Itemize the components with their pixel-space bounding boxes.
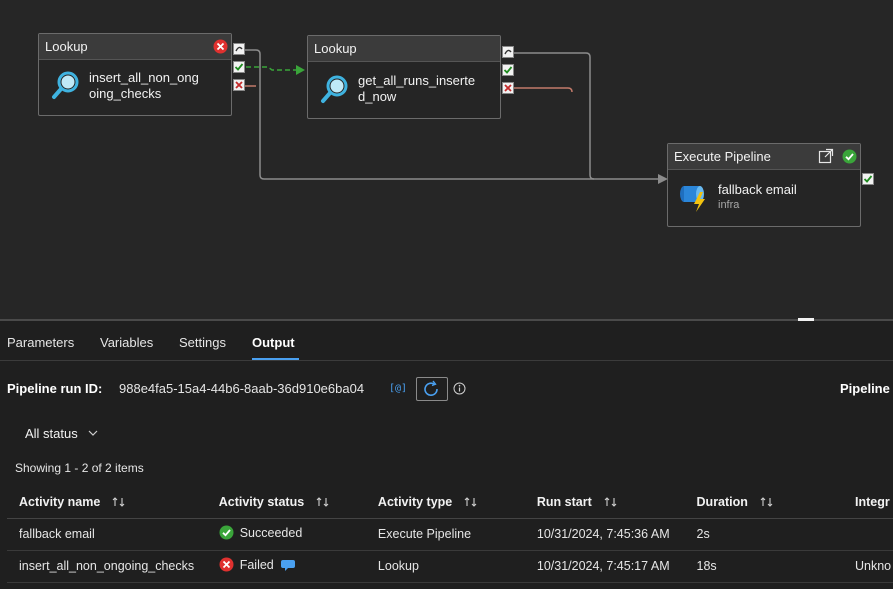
- execute-pipeline-node[interactable]: Execute Pipeline fallback email infra: [667, 143, 861, 227]
- sort-icon[interactable]: [604, 496, 618, 508]
- cell-run-start: 10/31/2024, 7:45:36 AM: [524, 518, 685, 551]
- node-type-label: Lookup: [314, 41, 357, 56]
- cell-activity-name[interactable]: fallback email: [7, 518, 207, 551]
- node-header: Execute Pipeline: [668, 144, 860, 170]
- panel-divider[interactable]: [0, 319, 893, 321]
- lookup-icon: [51, 70, 81, 105]
- svg-text:[@]: [@]: [389, 383, 406, 394]
- pipeline-label-truncated: Pipeline: [840, 381, 890, 396]
- column-label: Activity status: [218, 494, 305, 509]
- column-label: Activity name: [19, 494, 101, 509]
- completion-port-icon[interactable]: [502, 46, 514, 58]
- cell-activity-name[interactable]: insert_all_non_ongoing_checks: [7, 550, 207, 583]
- failed-status-icon: [213, 39, 228, 57]
- open-external-icon[interactable]: [818, 148, 834, 167]
- sort-icon[interactable]: [464, 496, 478, 508]
- execute-pipeline-icon: [678, 182, 710, 217]
- cell-run-start: 10/31/2024, 7:45:17 AM: [524, 550, 685, 583]
- cell-activity-type: Execute Pipeline: [365, 518, 525, 551]
- column-label: Activity type: [377, 494, 453, 509]
- status-filter-dropdown[interactable]: All status: [25, 426, 78, 441]
- info-icon[interactable]: [453, 382, 466, 395]
- run-id-value: 988e4fa5-15a4-44b6-8aab-36d910e6ba04: [119, 381, 365, 396]
- node-activity-name: get_all_runs_inserte d_now: [358, 73, 475, 105]
- run-id-label: Pipeline run ID:: [7, 381, 103, 396]
- failure-port-icon[interactable]: [502, 82, 514, 94]
- pipeline-canvas[interactable]: Lookup insert_all_non_ong oing_checks Lo…: [0, 0, 893, 320]
- node-activity-name: insert_all_non_ong oing_checks: [89, 70, 199, 102]
- column-label: Integr: [855, 494, 890, 509]
- status-text: Succeeded: [239, 525, 303, 540]
- node-pipeline-folder: infra: [718, 199, 740, 211]
- tab-output[interactable]: Output: [252, 335, 295, 350]
- node-name-line2: d_now: [358, 89, 397, 104]
- success-port-icon[interactable]: [233, 61, 245, 73]
- sort-icon[interactable]: [760, 496, 774, 508]
- column-label: Duration: [696, 494, 748, 509]
- failure-port-icon[interactable]: [233, 79, 245, 91]
- cell-duration: 18s: [684, 550, 843, 583]
- table-header-row: Activity name Activity status Activity t…: [7, 486, 893, 519]
- completion-port-icon[interactable]: [233, 43, 245, 55]
- tab-parameters[interactable]: Parameters: [7, 335, 75, 350]
- chevron-down-icon[interactable]: [88, 428, 98, 438]
- node-type-label: Execute Pipeline: [674, 149, 771, 164]
- lookup-activity-node[interactable]: Lookup get_all_runs_inserte d_now: [307, 35, 501, 119]
- error-details-icon[interactable]: [280, 558, 296, 572]
- column-header-run-start[interactable]: Run start: [524, 486, 685, 519]
- refresh-button[interactable]: [416, 377, 448, 401]
- table-row[interactable]: insert_all_non_ongoing_checks Failed Loo…: [7, 550, 893, 583]
- node-activity-name: fallback email: [718, 182, 797, 197]
- connector-lines: [244, 49, 668, 184]
- table-row[interactable]: fallback email Succeeded Execute Pipelin…: [7, 518, 893, 551]
- item-count-text: Showing 1 - 2 of 2 items: [15, 461, 144, 475]
- node-header: Lookup: [308, 36, 500, 62]
- copy-icon[interactable]: [@]: [388, 380, 406, 394]
- node-name-line2: oing_checks: [89, 86, 162, 101]
- cell-duration: 2s: [684, 518, 843, 551]
- refresh-icon: [424, 380, 438, 396]
- node-name-line1: get_all_runs_inserte: [358, 73, 476, 88]
- node-header: Lookup: [39, 34, 231, 60]
- sort-icon[interactable]: [316, 496, 330, 508]
- tab-variables[interactable]: Variables: [100, 335, 154, 350]
- succeeded-icon: [219, 525, 234, 540]
- cell-activity-type: Lookup: [365, 550, 525, 583]
- column-header-duration[interactable]: Duration: [684, 486, 843, 519]
- column-label: Run start: [536, 494, 592, 509]
- lookup-activity-node[interactable]: Lookup insert_all_non_ong oing_checks: [38, 33, 232, 116]
- cell-activity-status: Failed: [206, 550, 366, 583]
- cell-integration-runtime: [843, 518, 893, 551]
- failed-icon: [219, 557, 234, 572]
- cell-activity-status: Succeeded: [206, 518, 366, 551]
- lookup-icon: [320, 74, 350, 109]
- cell-integration-runtime: Unkno: [843, 550, 893, 583]
- success-port-icon[interactable]: [862, 173, 874, 185]
- succeeded-status-icon: [842, 149, 857, 167]
- panel-tabs: Parameters Variables Settings Output: [0, 321, 893, 361]
- node-type-label: Lookup: [45, 39, 88, 54]
- success-port-icon[interactable]: [502, 64, 514, 76]
- bottom-panel: Parameters Variables Settings Output Pip…: [0, 321, 893, 589]
- activity-runs-table: Activity name Activity status Activity t…: [7, 486, 893, 583]
- column-header-integration-runtime[interactable]: Integr: [843, 486, 893, 519]
- column-header-activity-status[interactable]: Activity status: [206, 486, 366, 519]
- sort-icon[interactable]: [112, 496, 126, 508]
- column-header-activity-type[interactable]: Activity type: [365, 486, 525, 519]
- resize-handle[interactable]: [798, 318, 814, 321]
- node-name-line1: insert_all_non_ong: [89, 70, 199, 85]
- status-text: Failed: [239, 557, 274, 572]
- active-tab-indicator: [252, 358, 299, 360]
- tab-settings[interactable]: Settings: [179, 335, 226, 350]
- column-header-activity-name[interactable]: Activity name: [7, 486, 207, 519]
